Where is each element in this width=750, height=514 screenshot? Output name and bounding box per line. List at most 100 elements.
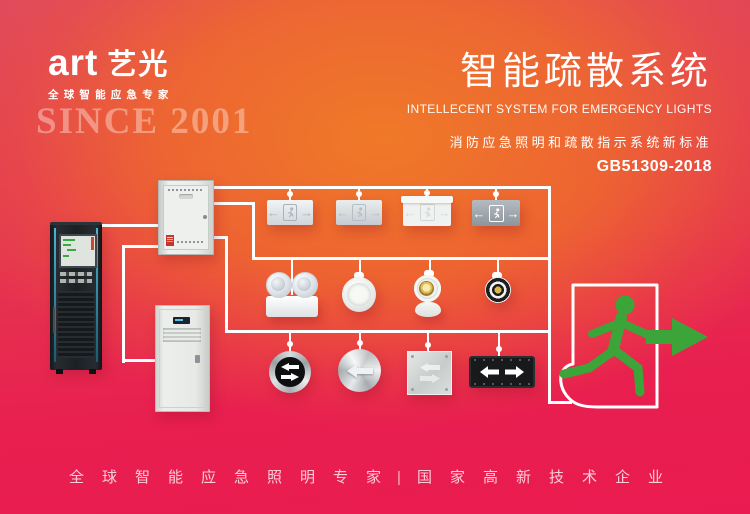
box-vent	[179, 194, 193, 199]
cabinet-door	[159, 309, 206, 408]
double-arrow-icon	[419, 363, 440, 383]
light-base	[266, 296, 318, 317]
screw	[411, 388, 414, 391]
running-man-icon	[559, 295, 652, 397]
wire-connector	[424, 270, 434, 277]
exit-arrow-icon	[646, 318, 708, 356]
floor-indicator-round-black	[269, 351, 311, 393]
slogan-right: 国家高新技术企业	[416, 469, 681, 486]
floor-indicator-square-plate	[407, 351, 452, 395]
vent-grille	[163, 328, 201, 342]
led-strip	[96, 228, 98, 362]
door-outline	[559, 283, 659, 409]
host-display-screen	[59, 234, 97, 268]
light-base	[415, 302, 441, 317]
wire-node	[356, 191, 362, 197]
right-arrow-icon: →	[506, 205, 520, 221]
door-lock	[195, 355, 200, 363]
wire-hanger	[497, 259, 499, 279]
box-title-text	[168, 189, 204, 191]
footer-slogan: 全球智能应急照明专家| 国家高新技术企业	[0, 466, 750, 487]
screen-text	[63, 255, 69, 257]
running-man-icon	[352, 204, 366, 221]
wire-node	[424, 190, 430, 196]
wire-node	[357, 340, 363, 346]
twin-head-emergency-light	[266, 272, 318, 317]
screw	[411, 355, 414, 358]
bolts	[474, 359, 530, 361]
keyhole	[203, 215, 207, 219]
wire-bus-top	[210, 186, 551, 189]
wire	[210, 236, 228, 239]
lamp-lens	[297, 277, 311, 291]
bolts	[474, 383, 530, 385]
screw	[445, 388, 448, 391]
since-text: SINCE 2001	[36, 101, 253, 142]
left-arrow-icon: ←	[472, 205, 486, 221]
door-handle	[53, 307, 55, 333]
wire-node	[425, 342, 431, 348]
wire-hanger	[291, 259, 293, 295]
wire-connector	[492, 272, 502, 279]
page-title: 智能疏散系统	[459, 51, 712, 93]
wire-hanger	[429, 259, 431, 278]
left-arrow-icon	[346, 363, 373, 378]
right-arrow-icon: →	[437, 204, 451, 220]
led-chip	[419, 281, 434, 296]
emergency-downlight	[342, 277, 376, 312]
brand-block: art 艺光 全球智能应急专家	[48, 42, 174, 102]
title-subtitle: 消防应急照明和疏散指示系统新标准	[449, 135, 712, 150]
exit-sign-double-arrow-slim: ← →	[336, 200, 382, 225]
evacuation-control-host-cabinet	[50, 222, 102, 374]
screen-text	[67, 249, 76, 251]
running-man-icon	[283, 204, 297, 221]
exit-sign-double-arrow: ← →	[267, 200, 313, 225]
left-right-arrow-icon	[480, 366, 524, 378]
wire-connector	[354, 272, 364, 279]
running-man-icon	[419, 203, 435, 221]
wall-distribution-box	[158, 180, 214, 255]
exit-sign-ceiling-mount: ← →	[401, 196, 453, 226]
wire	[210, 202, 255, 205]
logo-latin: art	[48, 42, 99, 83]
double-arrow-icon	[281, 363, 299, 381]
right-arrow-icon: →	[369, 205, 382, 220]
brand-logo: art 艺光	[48, 42, 174, 83]
wire-hanger	[359, 259, 361, 279]
host-buttons	[60, 272, 92, 276]
exit-door-graphic	[559, 283, 708, 409]
wire-node	[287, 341, 293, 347]
screen-text	[63, 239, 75, 241]
cabinet-foot	[56, 369, 63, 374]
emergency-spotlight	[413, 275, 443, 317]
wire	[122, 245, 160, 248]
standard-code: GB51309-2018	[596, 158, 712, 175]
wire	[122, 359, 157, 362]
left-arrow-icon: ←	[267, 205, 280, 220]
lamp-head	[292, 272, 318, 298]
wire-node	[496, 346, 502, 352]
wire-trunk	[548, 186, 551, 404]
slogan-divider: |	[397, 469, 401, 486]
screw	[445, 355, 448, 358]
wire-hanger	[498, 332, 500, 358]
screen-text	[63, 244, 71, 246]
wire	[252, 202, 255, 260]
slogan-left: 全球智能应急照明专家	[69, 469, 400, 486]
led-strip	[54, 228, 56, 362]
wire	[98, 224, 160, 227]
title-block: 智能疏散系统 INTELLECENT SYSTEM FOR EMERGENCY …	[407, 40, 712, 176]
brand-tagline: 全球智能应急专家	[48, 88, 174, 101]
lamp-head	[266, 272, 292, 298]
recessed-bullseye-light	[485, 277, 511, 303]
wire-node	[493, 191, 499, 197]
wire-bus-middle	[252, 257, 551, 260]
power-display	[173, 317, 190, 324]
indicator-face	[275, 357, 305, 387]
louver-vents	[58, 291, 94, 358]
wire-bus-bottom	[225, 330, 551, 333]
logo-chinese: 艺光	[107, 48, 170, 81]
running-man-icon	[488, 204, 504, 222]
exit-sign-silver: ← →	[472, 200, 520, 226]
